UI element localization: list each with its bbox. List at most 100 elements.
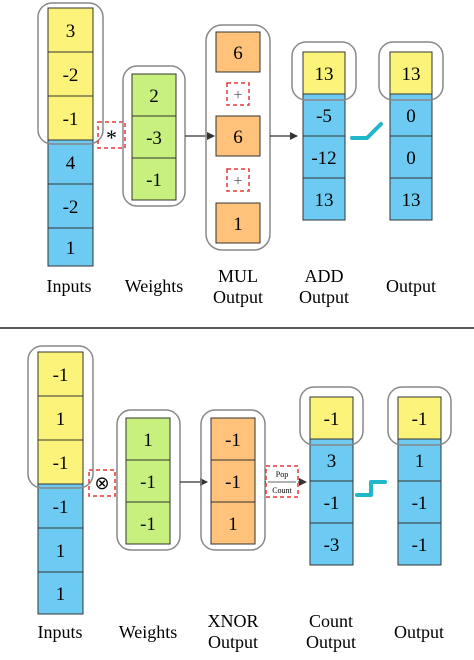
top-label-weights: Weights [125,276,184,296]
popcount-label-line1: Pop [276,470,288,479]
bottom-output-value: 1 [415,451,425,472]
top-output-value: 13 [402,190,421,211]
top-mul-column: 6 + 6 + 1 [205,24,271,251]
bottom-xnor-cell [210,417,256,461]
top-weights-column: 2 -3 -1 [122,65,186,207]
top-plus-sign: + [233,87,242,104]
relu-activation-icon [350,122,383,140]
bottom-weights-column: 1 -1 -1 [116,409,181,551]
bottom-count-value: -1 [324,493,340,514]
top-mul-outline [205,24,271,251]
top-output-outline [378,41,444,101]
bottom-label-output: Output [394,622,444,642]
top-inputs-column: 3 -2 -1 4 -2 1 [37,2,104,267]
bottom-input-cell [37,527,84,573]
top-output-cell [389,177,433,221]
top-input-cell [47,227,94,267]
top-label-mul-line2: Output [213,287,263,307]
bottom-count-cell [309,396,354,440]
bottom-count-value: -1 [324,409,340,430]
bottom-count-cell [309,438,354,482]
top-mul-cell [215,115,261,157]
bottom-weight-value: -1 [140,514,156,535]
top-weight-cell [131,157,177,201]
top-section: 3 -2 -1 4 -2 1 * 2 -3 -1 [37,2,444,307]
bottom-weight-cell [125,459,171,503]
bottom-label-count-line2: Output [306,632,356,652]
top-input-cell [47,7,94,53]
bottom-output-cell [397,438,442,482]
top-mul-value: 1 [233,214,243,235]
top-output-value: 13 [402,64,421,85]
bottom-input-cell [37,439,84,485]
top-plus-box [226,82,250,106]
top-mul-cell [215,31,261,73]
bottom-input-cell [37,395,84,441]
top-add-cell [302,135,346,179]
top-input-cell [47,51,94,97]
bottom-weight-cell [125,501,171,545]
bottom-label-count-line1: Count [309,611,353,631]
top-mul-value: 6 [233,43,243,64]
bottom-weight-value: -1 [140,472,156,493]
bottom-input-value: 1 [56,541,66,562]
top-multiply-sign: * [106,125,117,150]
top-add-cell [302,93,346,137]
bottom-input-value: 1 [56,409,66,430]
bottom-output-cell [397,396,442,440]
bottom-output-cell [397,480,442,524]
bottom-xnor-outline [200,409,266,551]
bottom-output-value: -1 [412,409,428,430]
bottom-label-xnor-line1: XNOR [207,611,258,631]
top-output-value: 0 [406,106,416,127]
bottom-section: -1 1 -1 -1 1 1 ⊗ 1 -1 -1 [27,345,452,652]
top-weight-value: 2 [149,86,159,107]
top-input-cell [47,139,94,185]
sign-activation-icon [355,480,387,497]
bottom-output-value: -1 [412,493,428,514]
top-label-output: Output [386,276,436,296]
top-plus-sign: + [233,173,242,190]
bottom-count-column: -1 3 -1 -3 [299,386,364,566]
top-multiply-box [97,121,126,149]
bottom-weights-outline [116,409,181,551]
bottom-input-value: 1 [56,584,66,605]
bottom-input-value: -1 [53,365,69,386]
bottom-weight-cell [125,417,171,461]
bottom-xnor-sign: ⊗ [94,473,109,493]
bottom-xnor-value: -1 [225,430,241,451]
bottom-input-cell [37,571,84,615]
bottom-xnor-box [88,469,116,497]
top-add-outline [291,41,357,101]
top-input-value: -2 [63,197,79,218]
bottom-output-outline [387,386,452,446]
bottom-output-column: -1 1 -1 -1 [387,386,452,566]
bottom-count-value: 3 [327,451,337,472]
top-input-value: 4 [66,153,76,174]
bottom-label-xnor-line2: Output [208,632,258,652]
bottom-label-weights: Weights [119,622,178,642]
top-add-cell [302,177,346,221]
bottom-input-window-outline [27,345,94,489]
bottom-input-value: -1 [53,497,69,518]
top-weight-value: -3 [146,128,162,149]
bottom-count-cell [309,522,354,566]
top-plus-box [226,168,250,192]
bottom-count-value: -3 [324,535,340,556]
bottom-label-inputs: Inputs [38,622,83,642]
top-label-add-line2: Output [299,287,349,307]
bottom-input-cell [37,483,84,529]
bottom-output-value: -1 [412,535,428,556]
bottom-output-cell [397,522,442,566]
top-mul-cell [215,202,261,244]
bottom-input-value: -1 [53,453,69,474]
top-label-mul-line1: MUL [218,266,258,286]
popcount-box [265,465,299,498]
top-add-value: -12 [311,148,336,169]
popcount-label-line2: Count [272,486,292,495]
top-add-value: 13 [315,64,334,85]
top-mul-value: 6 [233,127,243,148]
bottom-xnor-value: -1 [225,472,241,493]
bottom-xnor-cell [210,459,256,503]
